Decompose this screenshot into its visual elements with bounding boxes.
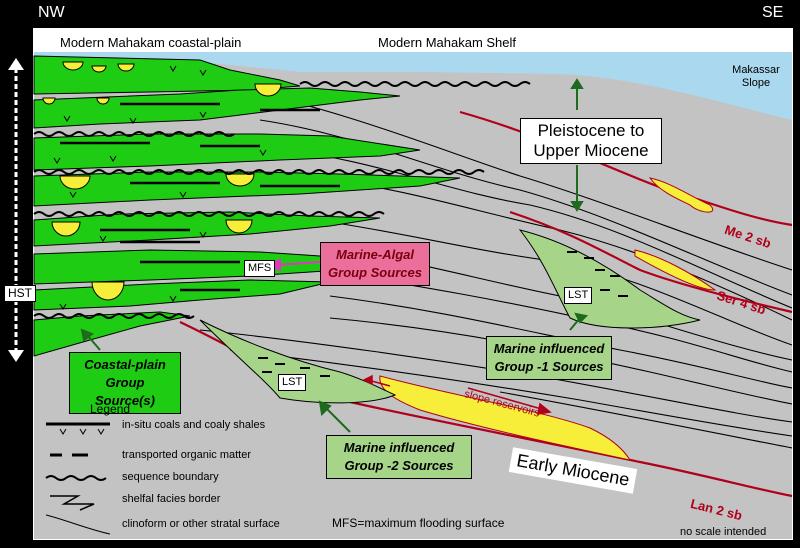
lst-tag-upper: LST <box>564 287 593 304</box>
coastal-plain-sources-box: Coastal-plain Group Source(s) <box>69 352 181 414</box>
slope-reservoir-arrows <box>362 374 552 415</box>
legend-item-clinoform: clinoform or other stratal surface <box>122 518 280 530</box>
no-scale-note: no scale intended <box>680 526 767 538</box>
mfs-definition: MFS=maximum flooding surface <box>332 516 505 530</box>
lst-dashes <box>258 251 628 377</box>
slope-sand-upper <box>648 177 713 213</box>
lst-body-lower <box>199 319 397 404</box>
se-label: SE <box>762 4 784 21</box>
legend-symbols <box>45 422 111 535</box>
legend-item-sequence-boundary: sequence boundary <box>122 471 219 483</box>
mfs-tag: MFS <box>244 260 276 277</box>
coastal-plain-header: Modern Mahakam coastal-plain <box>60 35 242 50</box>
lst-tag-lower: LST <box>278 374 307 391</box>
pleistocene-label: Pleistocene to Upper Miocene <box>520 118 662 164</box>
marine-algal-sources-box: Marine-Algal Group Sources <box>320 242 430 286</box>
wavy-boundaries <box>33 81 531 319</box>
makassar-label: Makassar Slope <box>732 64 780 89</box>
coal-ticks <box>53 65 267 310</box>
shelf-header: Modern Mahakam Shelf <box>378 35 517 50</box>
nw-label: NW <box>38 4 65 21</box>
legend-item-facies-border: shelfal facies border <box>122 493 221 505</box>
coal-bands <box>60 102 340 292</box>
green-arrows <box>80 78 589 433</box>
legend-item-transported: transported organic matter <box>122 449 252 461</box>
coastal-plain-wedges <box>33 55 461 357</box>
marine-1-sources-box: Marine influenced Group -1 Sources <box>486 336 612 380</box>
marine-2-sources-box: Marine influenced Group -2 Sources <box>326 435 472 479</box>
legend-item-coals: in-situ coals and coaly shales <box>122 419 266 431</box>
slope-sand-middle <box>634 249 717 291</box>
hst-tag: HST <box>4 285 36 302</box>
hst-arrow <box>8 58 24 362</box>
coastal-channels <box>42 61 282 301</box>
legend-title: Legend <box>90 402 131 416</box>
slope-reservoir-sands <box>379 375 632 461</box>
